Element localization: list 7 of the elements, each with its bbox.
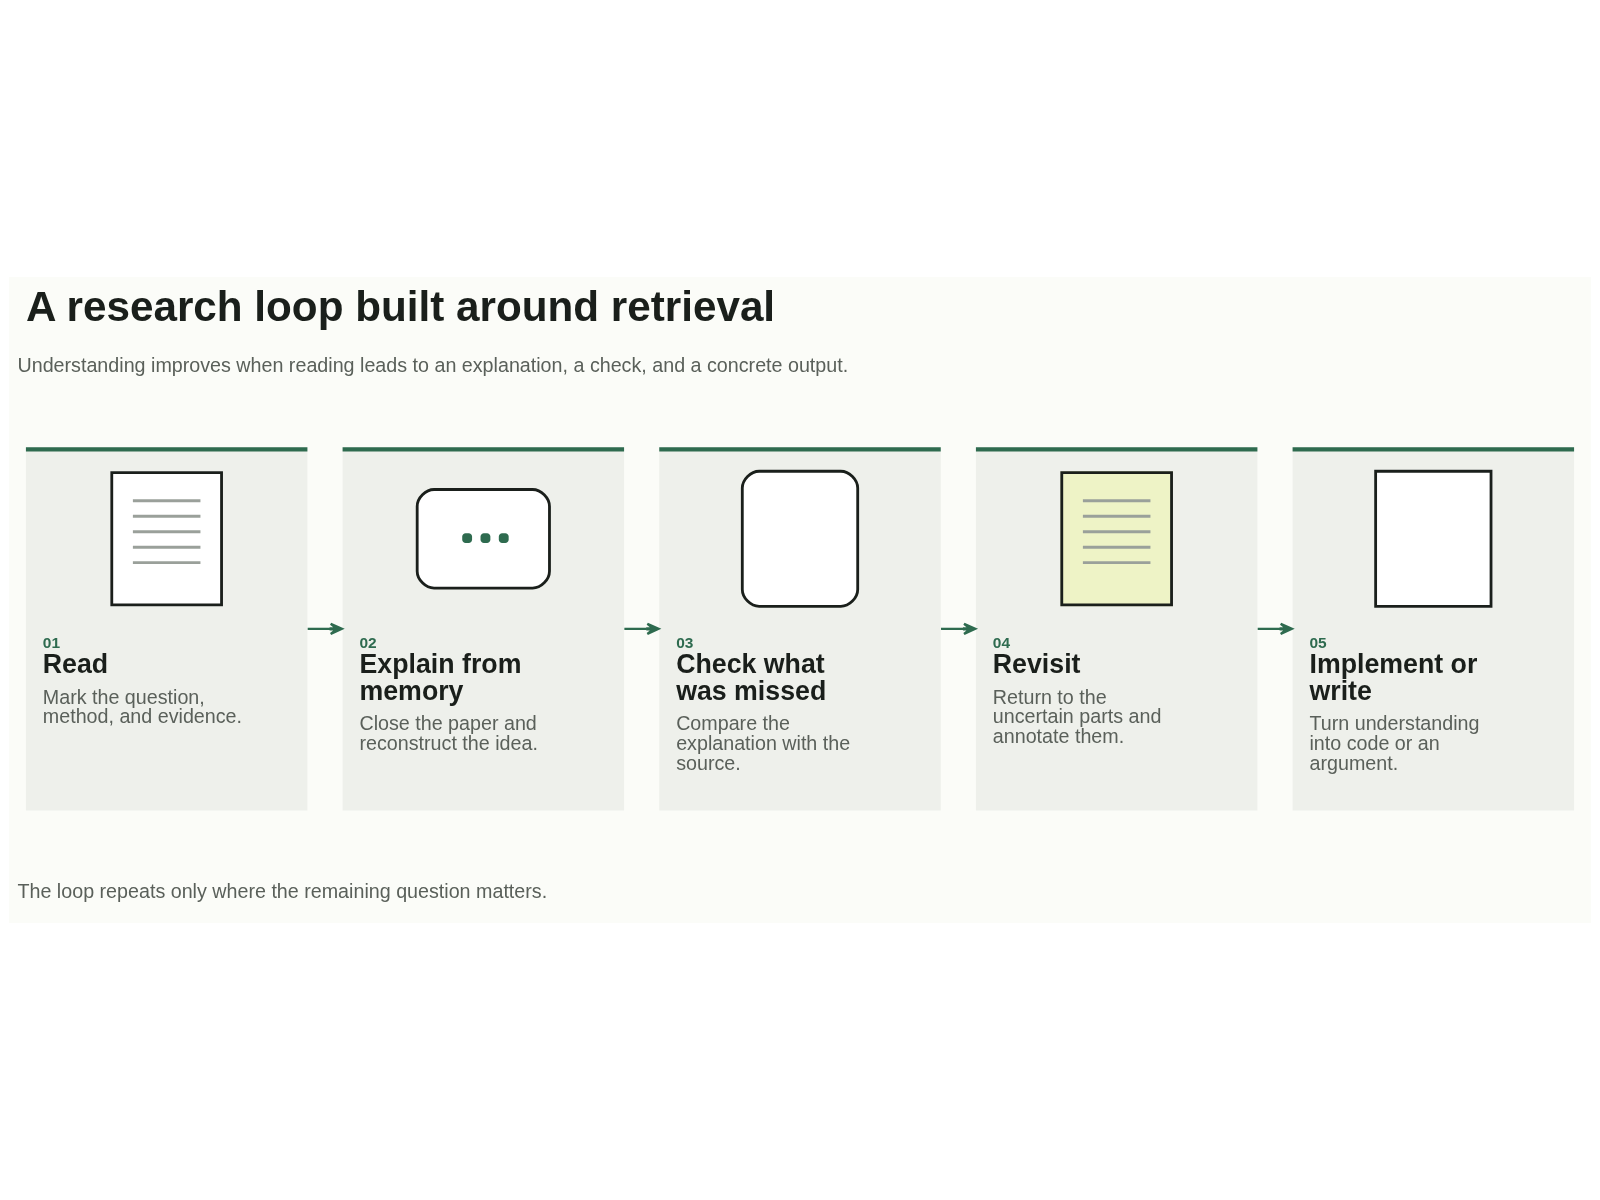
- label: The loop repeats only where the remaining question matters.: [17, 879, 548, 902]
- arrow: [941, 622, 977, 636]
- arrow: [624, 622, 660, 636]
- arrow: [307, 622, 344, 636]
- arrow: [1257, 622, 1294, 636]
- diagram-title: A research loop built around retrieval: [25, 282, 776, 330]
- label: Understanding improves when reading leads to an explanation, a check, and a concrete output.: [17, 353, 849, 376]
